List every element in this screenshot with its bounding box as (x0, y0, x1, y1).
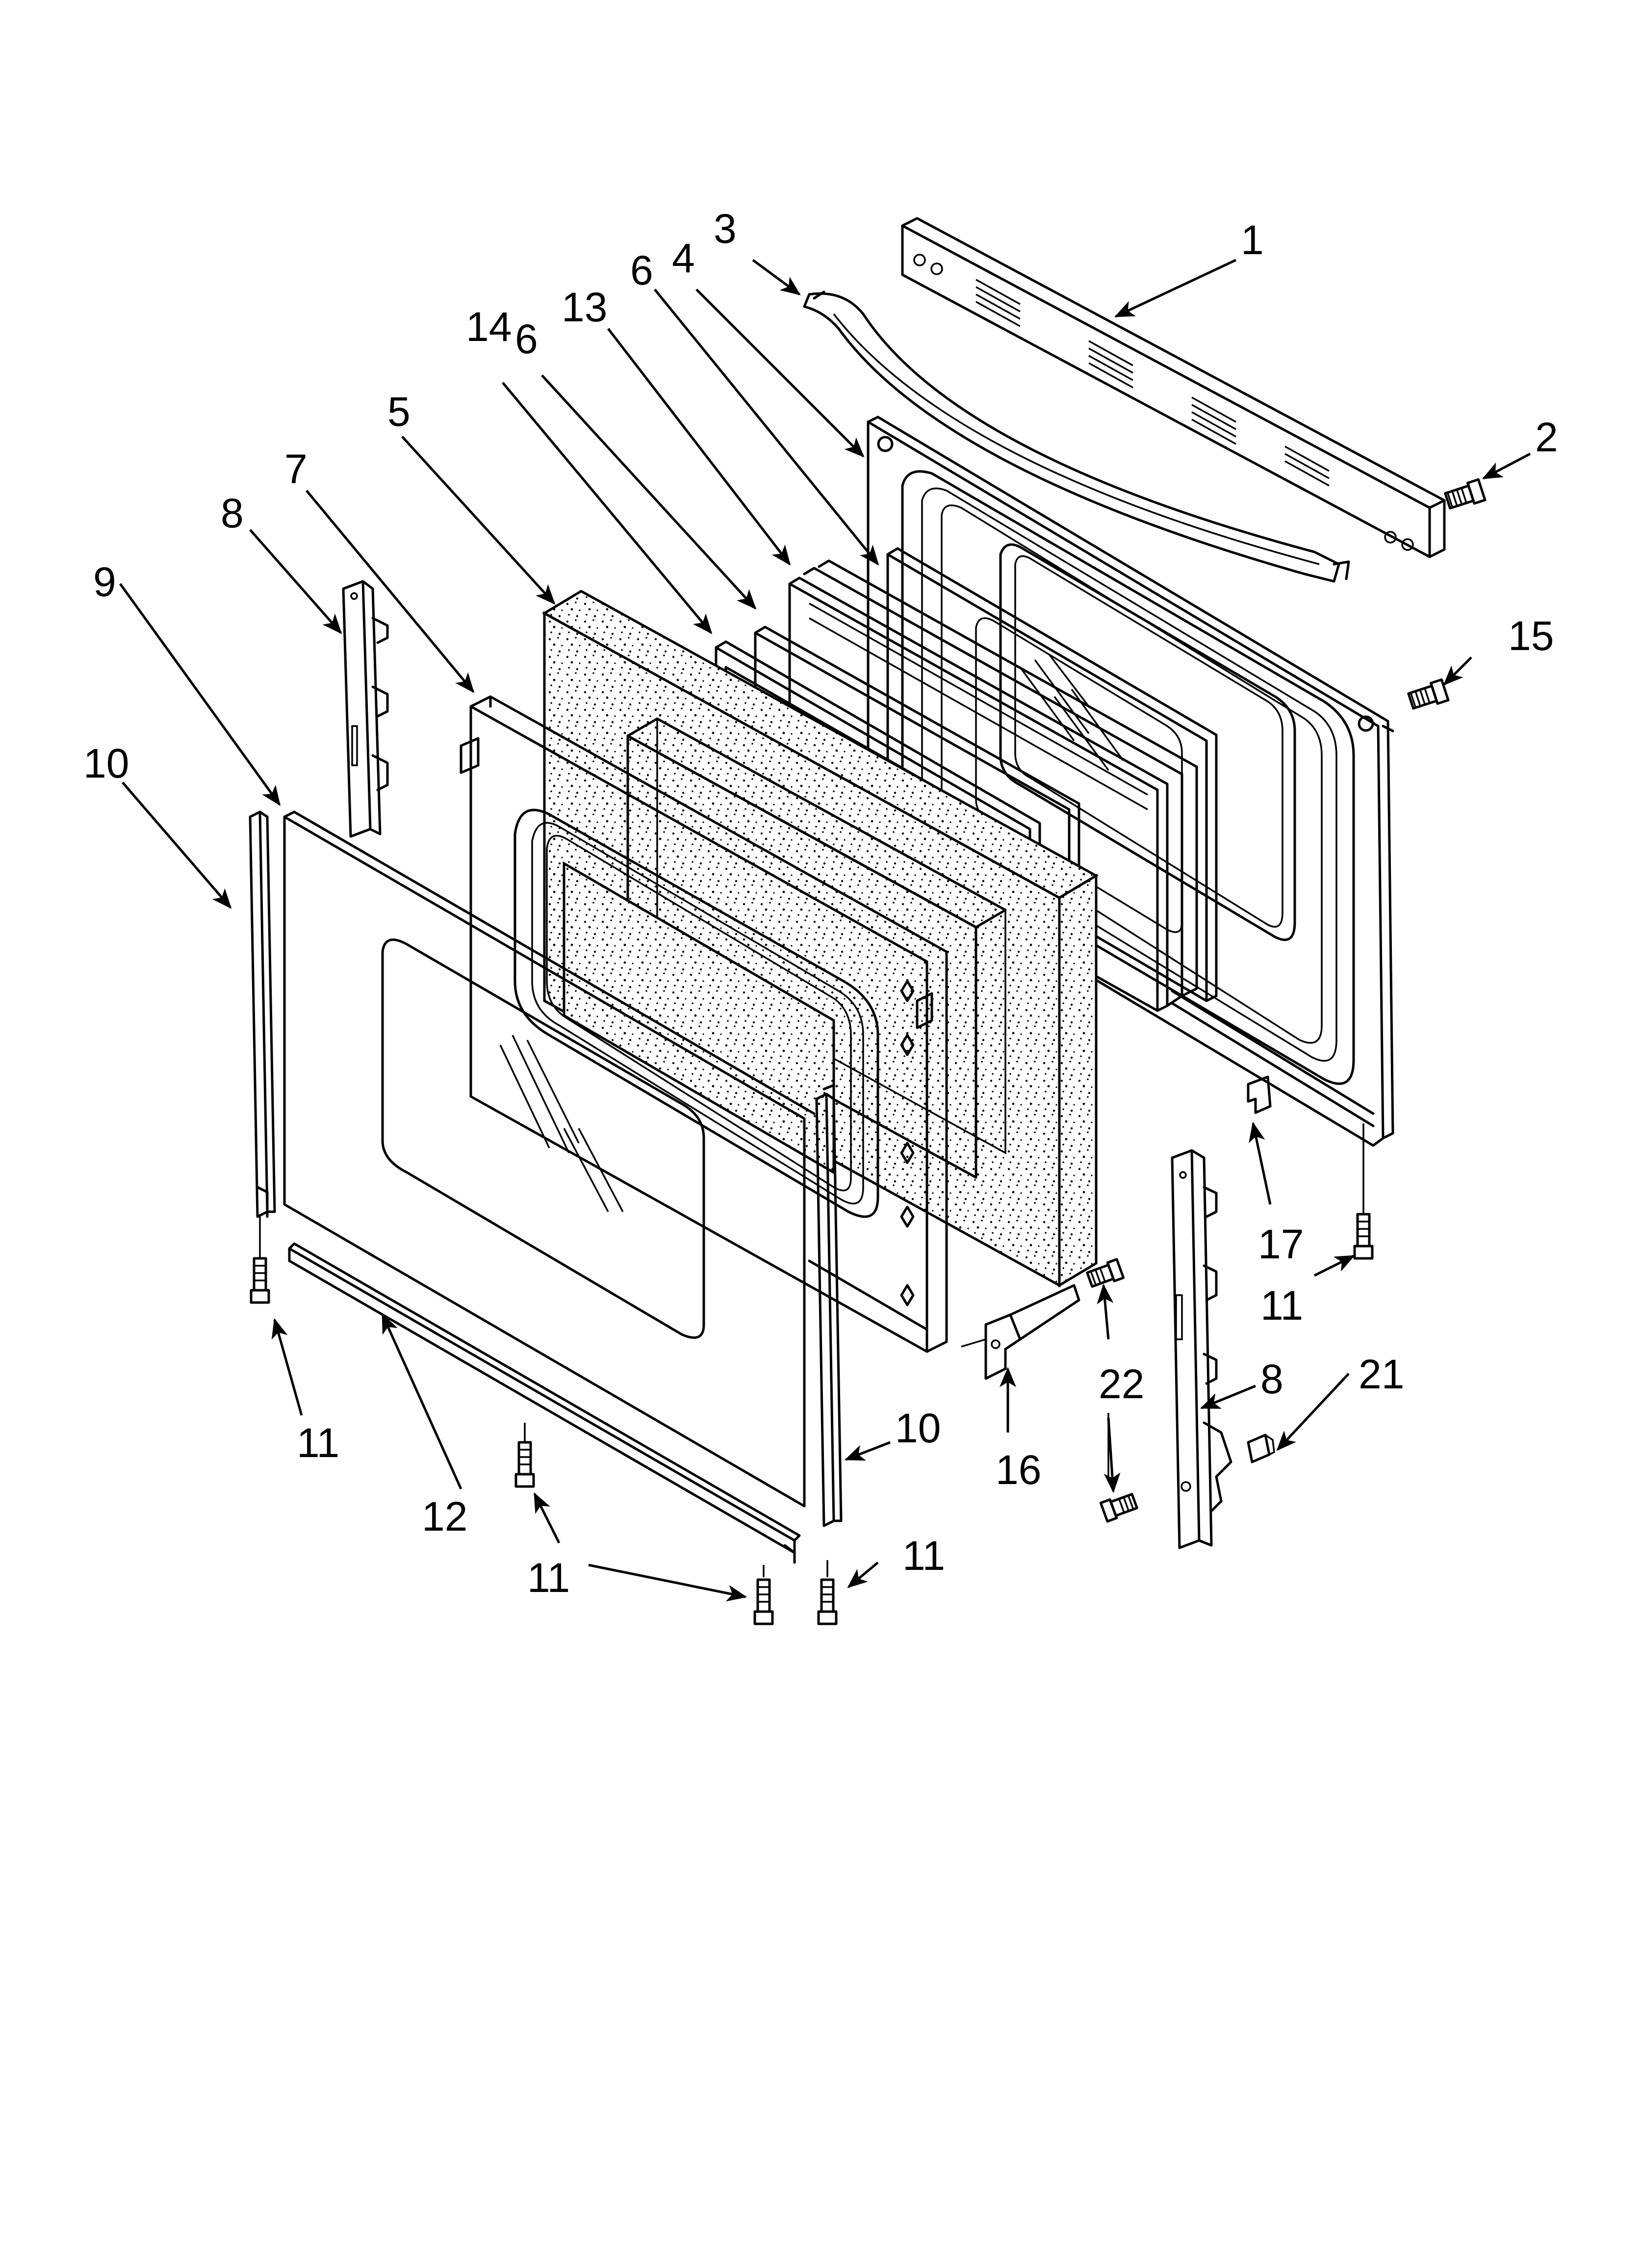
part-11-screw-bottom-right (817, 1578, 838, 1625)
part-11-screw-right (1353, 1213, 1374, 1260)
callout-3: 3 (714, 206, 737, 252)
part-17-clip (1247, 1075, 1272, 1114)
callout-11-bottom-right: 11 (902, 1533, 945, 1579)
callout-6-upper: 6 (630, 247, 653, 293)
part-16-bracket (961, 1284, 1080, 1380)
part-11-screw-left (250, 1257, 270, 1304)
part-8-hinge-channel-left (342, 580, 389, 838)
part-10-side-trim-right (815, 1084, 843, 1527)
callout-1: 1 (1241, 217, 1264, 263)
callout-14: 14 (466, 304, 512, 350)
part-22-screw-lower (1099, 1493, 1138, 1523)
callout-10-left: 10 (83, 740, 129, 786)
door-clips (900, 980, 915, 1306)
part-10-side-trim-left (249, 810, 276, 1218)
callout-11-bottom-center: 11 (527, 1555, 570, 1601)
callout-7: 7 (284, 446, 308, 492)
callout-9: 9 (93, 559, 116, 605)
callout-5: 5 (387, 389, 410, 435)
glass-reflection (499, 1035, 624, 1212)
callout-12: 12 (422, 1493, 467, 1539)
callout-21: 21 (1359, 1351, 1404, 1397)
part-5-insulation (541, 590, 1099, 1288)
callout-22: 22 (1099, 1361, 1144, 1407)
vent-slots (975, 279, 1330, 487)
callout-17: 17 (1258, 1221, 1304, 1267)
part-9-outer-door-panel (283, 810, 816, 1508)
part-3-door-handle (803, 290, 1350, 583)
part-21-clip (1247, 1434, 1275, 1463)
callout-13: 13 (562, 284, 607, 330)
part-1-control-trim (901, 217, 1446, 558)
callout-4: 4 (672, 235, 695, 281)
part-8-hinge-channel-right (1171, 1149, 1232, 1549)
part-11-screw-bottom-middle (753, 1578, 774, 1625)
callout-15: 15 (1508, 613, 1554, 659)
callout-2: 2 (1535, 414, 1558, 460)
callout-labels: 1 2 3 4 5 6 6 7 8 8 9 10 10 11 11 11 11 … (83, 206, 1558, 1601)
callout-11-right: 11 (1260, 1282, 1303, 1329)
part-15-screw (1407, 678, 1450, 710)
callout-11-left: 11 (297, 1420, 339, 1466)
part-11-screw-bottom-center (514, 1441, 535, 1488)
leader-lines (119, 259, 1531, 1602)
part-12-bottom-trim (288, 1242, 801, 1564)
part-2-screw (1444, 478, 1487, 510)
part-22-screw-upper (1086, 1258, 1125, 1288)
callout-8-left: 8 (221, 490, 244, 536)
callout-10-right: 10 (895, 1405, 941, 1451)
callout-6-lower: 6 (515, 316, 538, 362)
callout-8-right: 8 (1260, 1356, 1283, 1402)
callout-16: 16 (996, 1447, 1041, 1493)
